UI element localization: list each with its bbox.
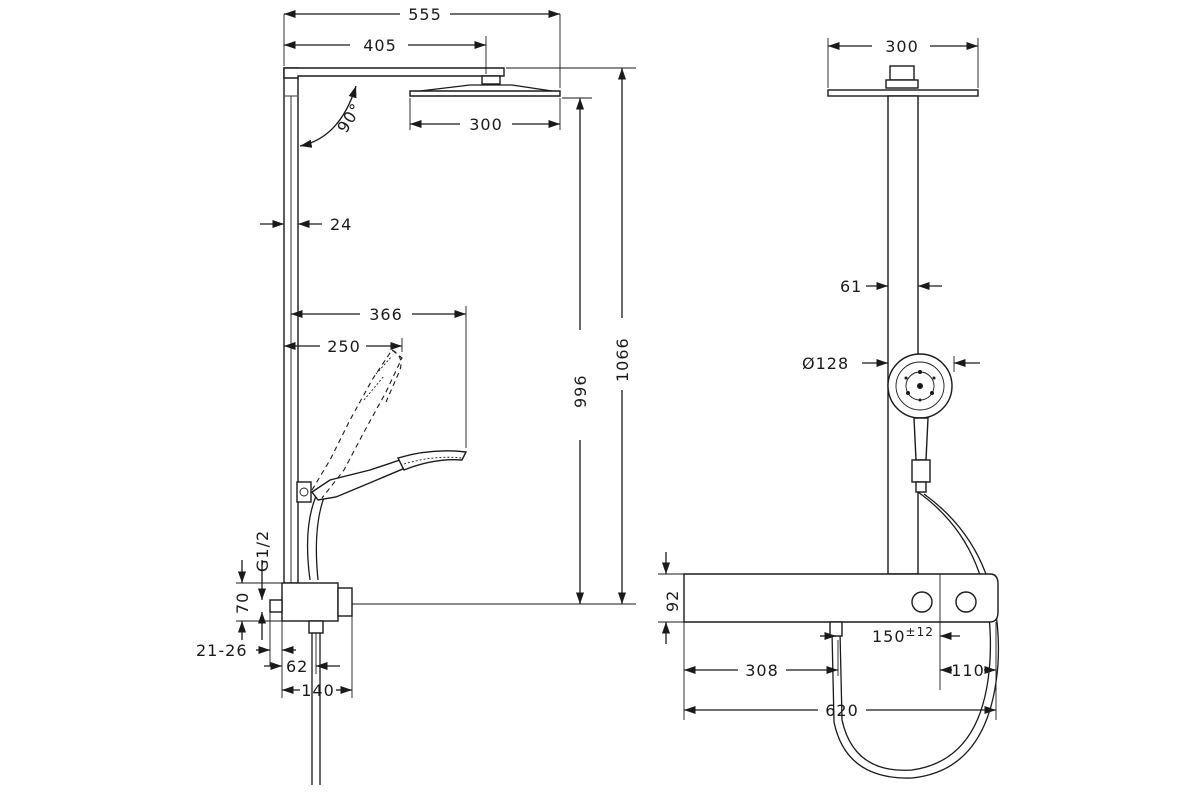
dim-150: 150±12 [820, 622, 960, 690]
dim-405: 405 [284, 36, 487, 74]
dim-308: 308 [683, 622, 839, 720]
dim-label-150-tolerance: ±12 [906, 625, 934, 639]
dim-label-70: 70 [233, 592, 252, 614]
side-rail [283, 67, 299, 584]
dim-24: 24 [260, 215, 352, 234]
dim-label-300-side: 300 [469, 115, 503, 134]
dim-label-61: 61 [840, 277, 862, 296]
dim-label-996: 996 [571, 374, 590, 408]
dim-label-308: 308 [745, 661, 779, 680]
dim-angle-90: 90° [333, 99, 366, 136]
side-handshower [310, 450, 468, 501]
dim-label-g12: G1/2 [253, 530, 272, 572]
side-shower-arm [283, 67, 505, 85]
dim-label-92: 92 [663, 590, 682, 612]
valve-knob-left[interactable] [911, 591, 933, 613]
dim-label-150: 150 [872, 627, 906, 646]
dim-996: 996 [352, 97, 636, 605]
dim-62: 62 [264, 621, 340, 698]
dim-300-side: 300 [409, 98, 561, 134]
dim-110: 110 [940, 622, 997, 720]
dim-620: 620 [684, 701, 996, 720]
dim-label-21-26: 21-26 [196, 641, 248, 660]
dim-label-405: 405 [363, 36, 397, 55]
dim-g12-70: 70 G1/2 [233, 530, 282, 640]
front-view: 300 61 Ø128 92 150± [658, 37, 1000, 779]
svg-text:150±12: 150±12 [872, 625, 934, 646]
valve-knob-right[interactable] [955, 591, 977, 613]
side-view: 90° [196, 5, 636, 785]
side-hose [306, 487, 329, 785]
dim-label-620: 620 [825, 701, 859, 720]
dim-label-366: 366 [369, 305, 403, 324]
front-hose [831, 491, 1000, 779]
dim-label-110: 110 [951, 661, 985, 680]
front-column [887, 95, 919, 575]
dim-555: 555 [283, 5, 561, 88]
dim-label-d128: Ø128 [802, 354, 849, 373]
dim-61: 61 [840, 277, 942, 296]
dim-label-62: 62 [286, 657, 308, 676]
side-slider-mount [296, 481, 312, 503]
front-handshower [887, 353, 953, 493]
dim-label-250: 250 [327, 337, 361, 356]
front-thermostat-shelf [683, 573, 999, 637]
side-handshower-alt [311, 349, 403, 499]
dim-92: 92 [658, 552, 684, 644]
dim-label-300-front: 300 [885, 37, 919, 56]
dim-140: 140 [282, 616, 353, 700]
dim-366: 366 [291, 305, 467, 448]
side-angle-arc: 90° [299, 85, 366, 148]
dim-250: 250 [284, 337, 403, 356]
side-thermostat [269, 582, 353, 634]
dim-label-555: 555 [408, 5, 442, 24]
dim-21-26: 21-26 [196, 612, 296, 666]
front-overhead-head [827, 65, 979, 97]
dim-d128: Ø128 [802, 354, 980, 373]
dim-label-1066: 1066 [613, 337, 632, 382]
side-overhead-head [409, 84, 561, 97]
dim-1066: 1066 [506, 67, 636, 604]
dim-label-140: 140 [301, 681, 335, 700]
dim-300-front: 300 [827, 37, 979, 88]
dim-label-24: 24 [330, 215, 352, 234]
